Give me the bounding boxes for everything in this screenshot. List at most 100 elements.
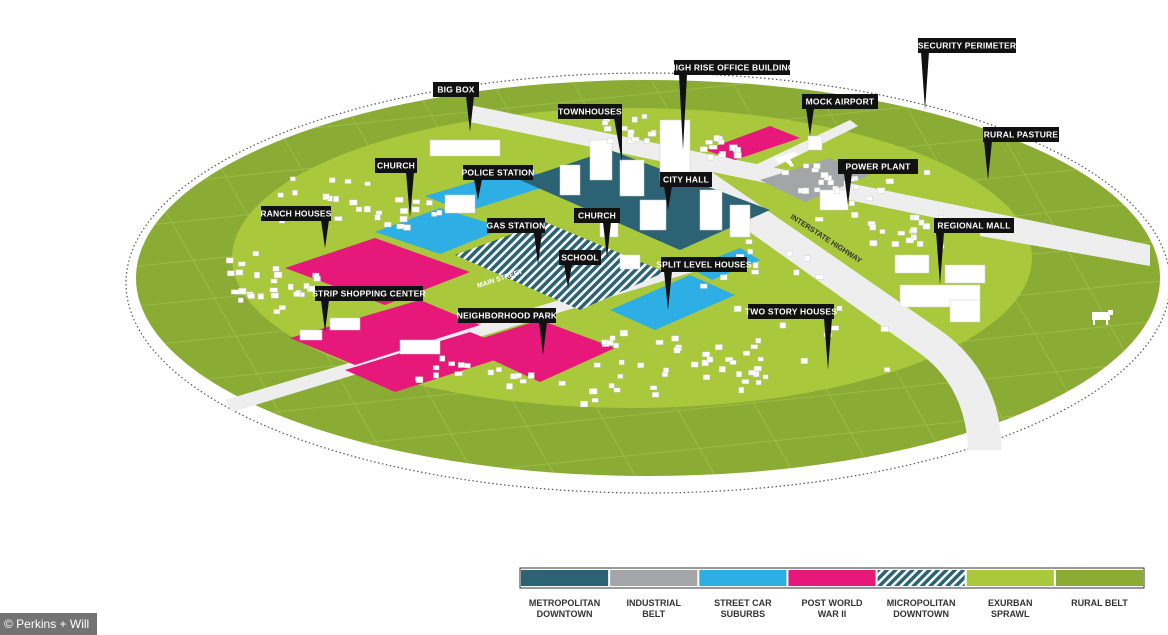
label-box — [983, 127, 1059, 142]
legend-swatch-street-car-suburbs — [699, 570, 787, 586]
label-pointer — [614, 118, 622, 162]
legend-label-metropolitan-downtown: METROPOLITAN — [529, 598, 600, 608]
label-text: SCHOOL — [561, 253, 599, 263]
label-text: RURAL PASTURE — [984, 130, 1059, 140]
legend-label-street-car-suburbs: STREET CAR — [714, 598, 772, 608]
legend-label-metropolitan-downtown: DOWNTOWN — [537, 609, 593, 619]
label-box — [375, 158, 417, 173]
callout-labels: BIG BOX TOWNHOUSES HIGH RISE OFFICE BUILDI… — [260, 38, 1059, 370]
label-police-station: POLICE STATION — [462, 165, 535, 200]
label-box — [674, 60, 790, 75]
label-box — [487, 218, 545, 233]
label-pointer — [824, 318, 832, 370]
label-pointer — [534, 232, 542, 265]
label-split-level: SPLIT LEVEL HOUSES — [656, 257, 752, 310]
legend-label-street-car-suburbs: SUBURBS — [721, 609, 766, 619]
security-perimeter-line — [125, 72, 1168, 494]
label-box — [458, 308, 556, 323]
pasture-road — [980, 228, 1150, 266]
legend: METROPOLITANDOWNTOWNINDUSTRIALBELTSTREET… — [519, 567, 1145, 619]
legend-label-post-world-war-ii: POST WORLD — [802, 598, 863, 608]
label-pointer — [603, 222, 611, 258]
legend-swatch-industrial-belt — [610, 570, 698, 586]
legend-label-micropolitan-downtown: DOWNTOWN — [893, 609, 949, 619]
label-box — [661, 257, 747, 272]
label-pointer — [664, 186, 672, 210]
label-box — [315, 286, 423, 301]
label-ranch-houses: RANCH HOUSES — [260, 206, 332, 248]
label-text: NEIGHBORHOOD PARK — [457, 311, 558, 321]
label-pointer — [539, 322, 547, 355]
airport-pink-zone — [705, 126, 800, 160]
micropolitan-downtown-zone — [455, 222, 665, 310]
label-pointer — [466, 96, 474, 132]
legend-label-rural-belt: RURAL BELT — [1071, 598, 1128, 608]
label-pointer — [321, 300, 329, 332]
label-box — [463, 165, 533, 180]
label-text: SPLIT LEVEL HOUSES — [656, 260, 752, 270]
label-rural-pasture: RURAL PASTURE — [983, 127, 1059, 180]
label-strip-shopping: STRIP SHOPPING CENTER — [312, 286, 426, 332]
legend-label-industrial-belt: INDUSTRIAL — [626, 598, 681, 608]
label-pointer — [844, 173, 852, 205]
label-text: CITY HALL — [663, 175, 709, 185]
label-city-hall: CITY HALL — [660, 172, 712, 210]
label-pointer — [474, 179, 482, 200]
label-high-rise: HIGH RISE OFFICE BUILDING — [669, 60, 795, 150]
photo-credit: © Perkins + Will — [0, 613, 98, 635]
legend-swatch-post-world-war-ii — [788, 570, 876, 586]
label-text: TOWNHOUSES — [558, 107, 622, 117]
label-power-plant: POWER PLANT — [838, 159, 918, 205]
label-box — [918, 38, 1016, 53]
label-church-1: CHURCH — [375, 158, 417, 218]
label-text: POLICE STATION — [462, 168, 535, 178]
label-two-story: TWO STORY HOUSES — [745, 304, 837, 370]
building-blocks — [299, 119, 986, 355]
label-pointer — [564, 264, 572, 288]
label-neighborhood-park: NEIGHBORHOOD PARK — [457, 308, 558, 355]
legend-swatch-micropolitan-downtown — [877, 570, 965, 586]
legend-label-exurban-sprawl: SPRAWL — [991, 609, 1030, 619]
label-box — [802, 94, 878, 109]
label-box — [934, 218, 1014, 233]
label-text: CHURCH — [578, 211, 616, 221]
label-text: POWER PLANT — [845, 162, 911, 172]
label-pointer — [921, 52, 929, 110]
legend-outline — [519, 567, 1145, 589]
neighborhood-park-zone — [460, 320, 615, 382]
label-pointer — [806, 108, 814, 136]
label-box — [660, 172, 712, 187]
legend-labels: METROPOLITANDOWNTOWNINDUSTRIALBELTSTREET… — [529, 598, 1128, 619]
post-war-zones — [285, 126, 800, 392]
label-box — [433, 82, 479, 97]
label-text: STRIP SHOPPING CENTER — [312, 289, 426, 299]
legend-swatch-metropolitan-downtown — [521, 570, 609, 586]
label-pointer — [984, 141, 992, 180]
cow-icon — [1092, 310, 1113, 325]
label-pointer — [406, 172, 414, 218]
label-church-2: CHURCH — [574, 208, 620, 258]
legend-swatches — [521, 570, 1143, 586]
legend-label-exurban-sprawl: EXURBAN — [988, 598, 1033, 608]
label-mock-airport: MOCK AIRPORT — [802, 94, 878, 136]
label-pointer — [664, 271, 672, 310]
label-text: BIG BOX — [437, 85, 474, 95]
label-school: SCHOOL — [559, 250, 601, 288]
label-box — [574, 208, 620, 223]
label-big-box: BIG BOX — [433, 82, 479, 132]
legend-label-industrial-belt: BELT — [642, 609, 665, 619]
legend-label-post-world-war-ii: WAR II — [818, 609, 847, 619]
label-text: TWO STORY HOUSES — [745, 307, 837, 317]
label-townhouses: TOWNHOUSES — [558, 104, 622, 162]
label-text: HIGH RISE OFFICE BUILDING — [669, 63, 795, 73]
label-pointer — [936, 232, 944, 285]
label-text: RANCH HOUSES — [260, 209, 331, 219]
label-text: REGIONAL MALL — [937, 221, 1010, 231]
legend-swatch-rural-belt — [1055, 570, 1143, 586]
label-box — [559, 250, 601, 265]
label-box — [838, 159, 918, 174]
label-box — [558, 104, 622, 119]
label-pointer — [679, 74, 687, 150]
